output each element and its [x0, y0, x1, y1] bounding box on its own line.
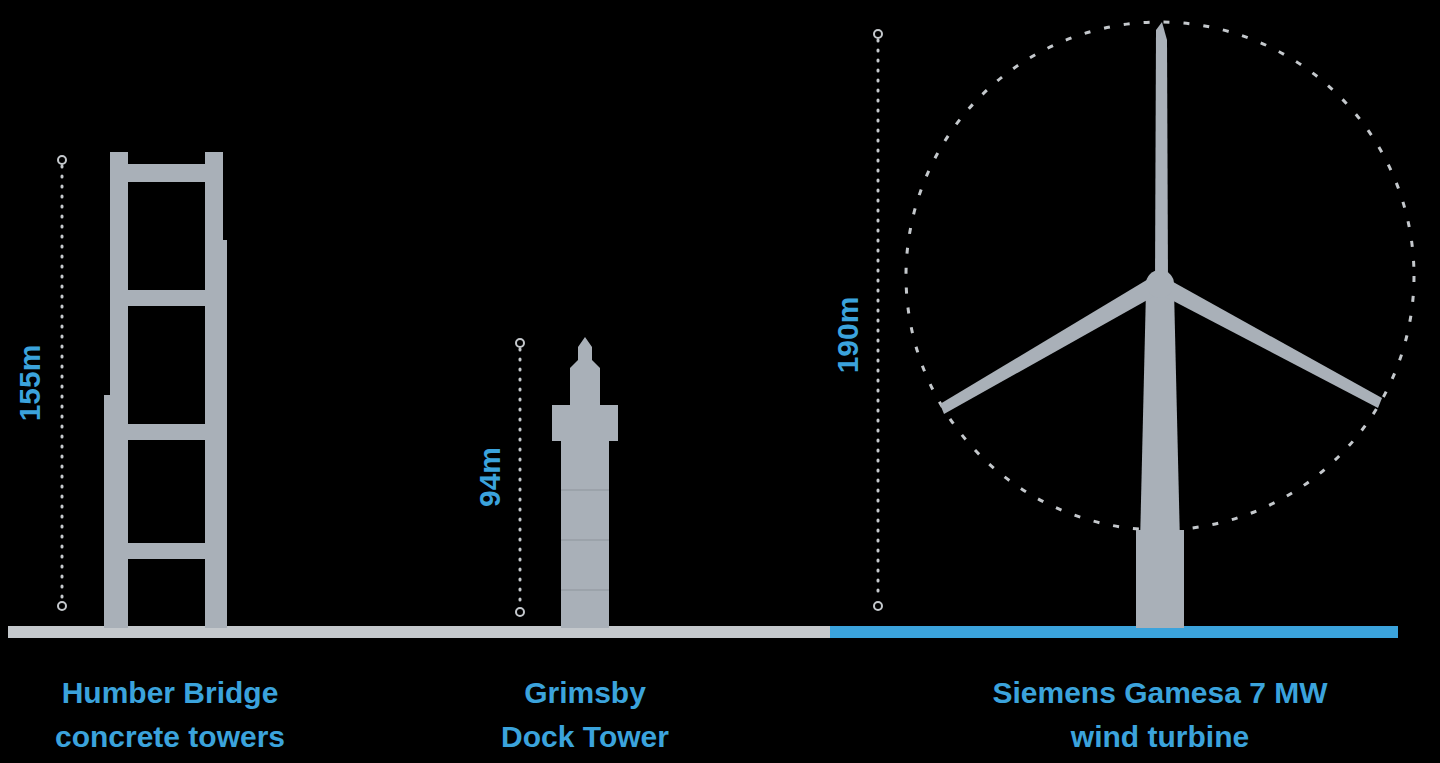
- dimension-label: 94m: [468, 447, 512, 507]
- dimension-line: [874, 30, 882, 610]
- dimension-line: [58, 156, 66, 610]
- sea-line: [830, 626, 1398, 638]
- dock-tower-detail: [561, 490, 609, 590]
- structure-name: Humber Bridge concrete towers: [25, 671, 315, 758]
- dimension-line: [516, 339, 524, 616]
- dimension-label: 190m: [826, 297, 870, 374]
- structure-name: Siemens Gamesa 7 MW wind turbine: [980, 671, 1340, 758]
- bridge-towers: [104, 152, 227, 628]
- wind-turbine: [940, 22, 1382, 628]
- dimension-label: 155m: [8, 345, 52, 422]
- structure-name: Grimsby Dock Tower: [490, 671, 680, 758]
- dock-tower: [552, 337, 618, 628]
- ground-line: [8, 626, 832, 638]
